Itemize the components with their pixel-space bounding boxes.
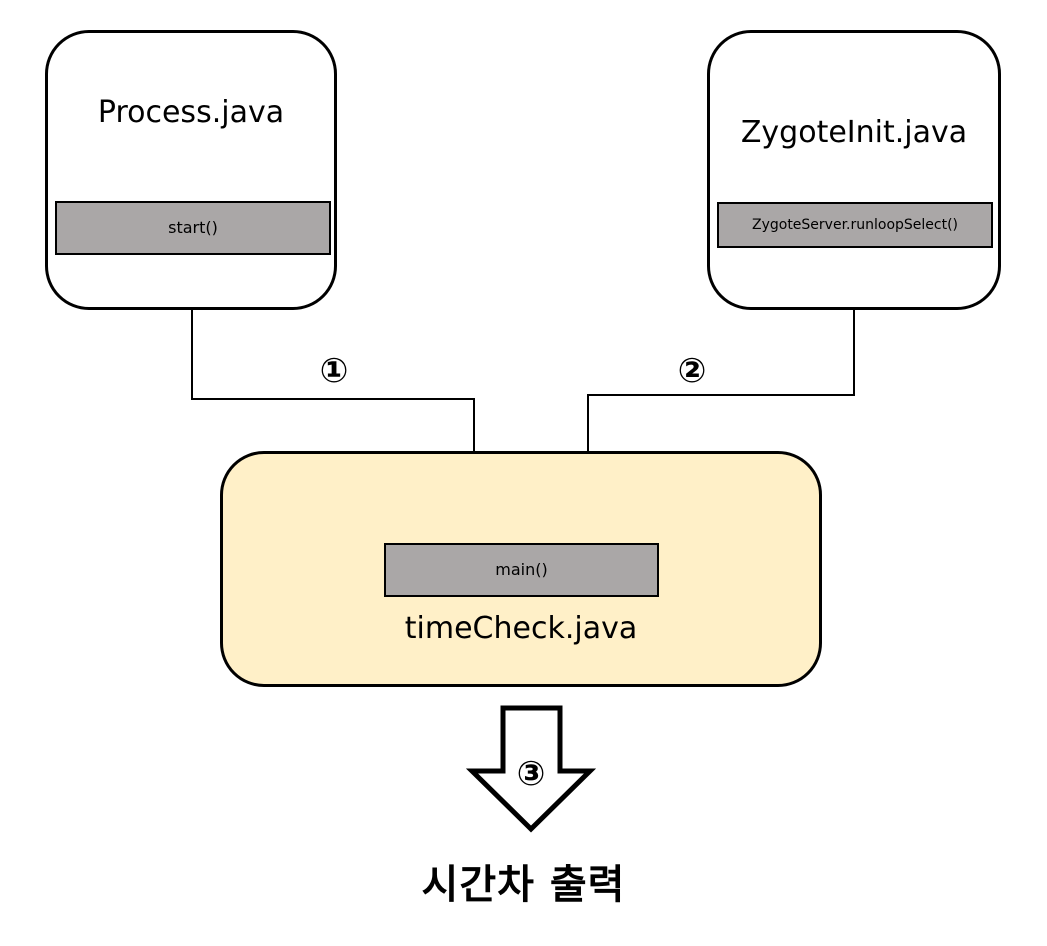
process-node: Process.java start(): [45, 30, 337, 310]
step-2-label: ②: [677, 351, 707, 391]
step-3-label: ③: [516, 754, 546, 794]
process-node-title: Process.java: [97, 95, 285, 130]
step-1-label: ①: [319, 351, 349, 391]
output-arrow: [465, 705, 597, 833]
zygote-runloop-method: ZygoteServer.runloopSelect(): [717, 202, 993, 248]
result-output-label: 시간차 출력: [421, 862, 626, 908]
timecheck-node: main() timeCheck.java: [220, 451, 822, 687]
zygote-node-title: ZygoteInit.java: [740, 115, 968, 150]
timecheck-main-method: main(): [384, 543, 659, 597]
zygote-node: ZygoteInit.java ZygoteServer.runloopSele…: [707, 30, 1001, 310]
timecheck-node-title: timeCheck.java: [404, 611, 638, 646]
process-start-method: start(): [55, 201, 331, 255]
